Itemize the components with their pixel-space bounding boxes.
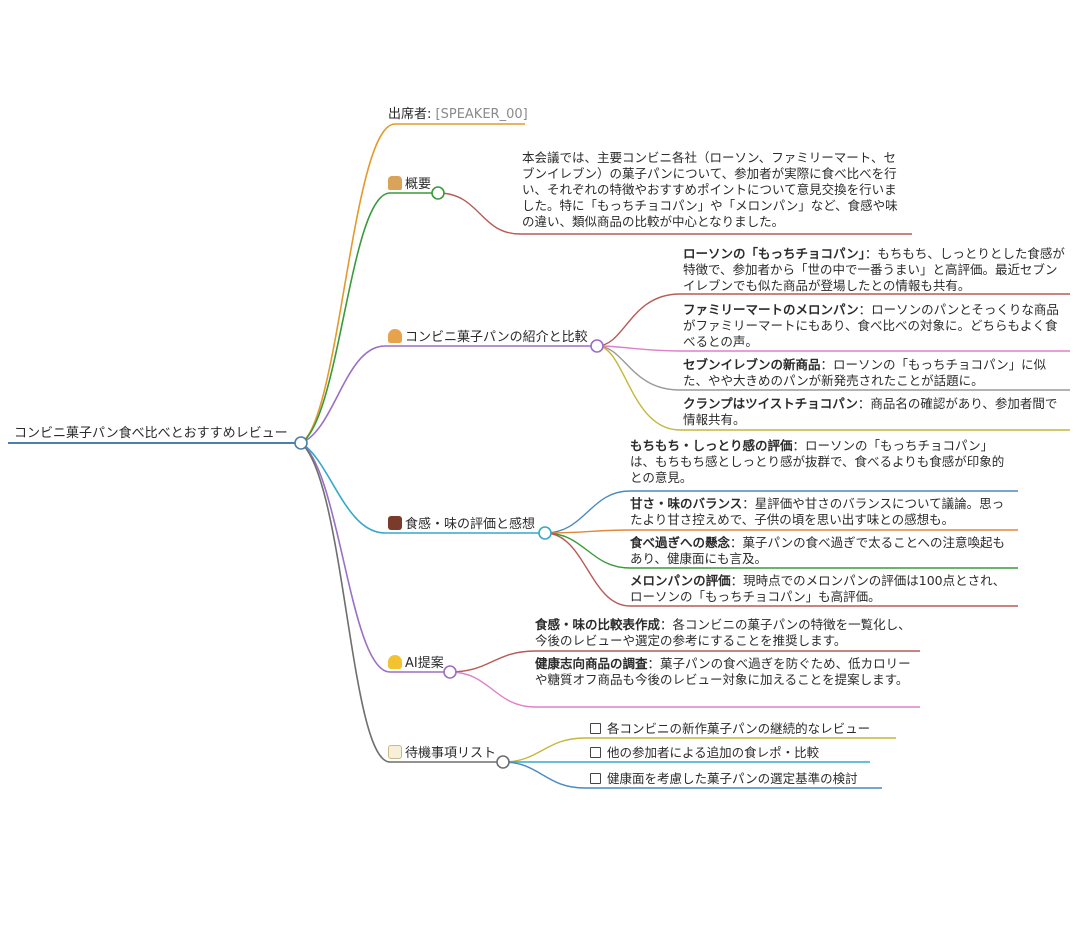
ai-collapse-toggle <box>443 665 457 679</box>
todo-node[interactable]: 待機事項リスト <box>388 745 496 762</box>
intro-item-3: セブンイレブンの新商品：ローソンの「もっちチョコパン」に似た、やや大きめのパンが… <box>683 357 1065 389</box>
link-todo <box>300 442 503 763</box>
overview-text: 本会議では、主要コンビニ各社（ローソン、ファミリーマート、セブンイレブン）の菓子… <box>522 150 898 229</box>
link-intro <box>300 345 597 444</box>
taste-item-4: メロンパンの評価：現時点でのメロンパンの評価は100点とされ、ローソンの「もっち… <box>630 573 1010 605</box>
link-intro-1 <box>596 293 1070 347</box>
ai-node[interactable]: AI提案 <box>388 655 444 672</box>
link-taste-3 <box>544 532 1018 569</box>
attendees-value: [SPEAKER_00] <box>435 107 528 122</box>
intro-collapse-toggle <box>590 339 604 353</box>
overview-node[interactable]: 概要 <box>388 176 431 193</box>
memo-icon <box>388 745 402 759</box>
taste-node[interactable]: 食感・味の評価と感想 <box>388 516 535 533</box>
link-attendees <box>300 123 525 444</box>
taste-item-2: 甘さ・味のバランス：星評価や甘さのバランスについて議論。思ったより甘さ控えめで、… <box>630 496 1010 528</box>
taste-label: 食感・味の評価と感想 <box>405 517 536 532</box>
todo-item-1[interactable]: 各コンビニの新作菓子パンの継続的なレビュー <box>590 721 870 737</box>
link-ai <box>300 442 450 673</box>
taste-item-1-text: ：ローソンの「もっちチョコパン」は、もちもち感としっとり感が抜群で、食べるよりも… <box>630 438 1005 485</box>
ai-item-1: 食感・味の比較表作成：各コンビニの菓子パンの特徴を一覧化し、今後のレビューや選定… <box>535 617 915 649</box>
link-overview <box>300 192 438 444</box>
todo-item-2[interactable]: 他の参加者による追加の食レポ・比較 <box>590 745 819 761</box>
todo-collapse-toggle <box>496 755 510 769</box>
intro-item-4: クランプはツイストチョコパン：商品名の確認があり、参加者間で情報共有。 <box>683 396 1065 428</box>
todo-item-3-text: 健康面を考慮した菓子パンの選定基準の検討 <box>607 771 858 786</box>
intro-item-1-title: ローソンの「もっちチョコパン」 <box>683 246 865 261</box>
intro-item-1: ローソンの「もっちチョコパン」：もちもち、しっとりとした食感が特徴で、参加者から… <box>683 246 1065 294</box>
taste-item-3: 食べ過ぎへの懸念：菓子パンの食べ過ぎで太ることへの注意喚起もあり、健康面にも言及… <box>630 535 1010 567</box>
intro-node[interactable]: コンビニ菓子パンの紹介と比較 <box>388 329 588 346</box>
link-todo-1 <box>502 737 896 763</box>
root-label: コンビニ菓子パン食べ比べとおすすめレビュー <box>14 426 288 441</box>
link-intro-4 <box>596 345 1070 431</box>
taste-collapse-toggle <box>538 526 552 540</box>
link-taste-4 <box>544 532 1018 607</box>
taste-item-4-title: メロンパンの評価 <box>630 573 731 588</box>
checkbox-icon[interactable] <box>590 747 601 758</box>
root-collapse-toggle <box>294 436 308 450</box>
ai-item-2-text: ：菓子パンの食べ過ぎを防ぐため、低カロリーや糖質オフ商品も今後のレビュー対象に加… <box>535 656 911 687</box>
overview-collapse-toggle <box>431 186 445 200</box>
intro-item-2: ファミリーマートのメロンパン：ローソンのパンとそっくりな商品がファミリーマートに… <box>683 302 1065 350</box>
ai-label: AI提案 <box>405 656 444 671</box>
link-intro-2 <box>596 345 1070 352</box>
link-intro-3 <box>596 345 1070 391</box>
todo-item-1-text: 各コンビニの新作菓子パンの継続的なレビュー <box>607 721 871 736</box>
ai-item-2-title: 健康志向商品の調査 <box>535 656 648 671</box>
taste-item-3-title: 食べ過ぎへの懸念 <box>630 535 731 550</box>
checkbox-icon[interactable] <box>590 773 601 784</box>
ai-item-1-text: ：各コンビニの菓子パンの特徴を一覧化し、今後のレビューや選定の参考にすることを推… <box>535 617 911 648</box>
todo-item-2-text: 他の参加者による追加の食レポ・比較 <box>607 745 820 760</box>
attendees-label: 出席者 <box>388 107 428 122</box>
intro-item-2-title: ファミリーマートのメロンパン <box>683 302 859 317</box>
link-taste-1 <box>544 490 1018 534</box>
overview-label: 概要 <box>405 177 432 192</box>
intro-item-2-text: ：ローソンのパンとそっくりな商品がファミリーマートにもあり、食べ比べの対象に。ど… <box>683 302 1059 349</box>
croissant-icon <box>388 329 402 343</box>
lightbulb-icon <box>388 655 402 669</box>
link-ai-2 <box>449 671 920 708</box>
link-taste-2 <box>544 529 1018 534</box>
intro-item-4-title: クランプはツイストチョコパン <box>683 396 858 411</box>
intro-label: コンビニ菓子パンの紹介と比較 <box>405 330 588 345</box>
intro-item-4-text: ：商品名の確認があり、参加者間で情報共有。 <box>683 396 1058 427</box>
taste-item-2-title: 甘さ・味のバランス <box>630 496 743 511</box>
intro-item-3-text: ：ローソンの「もっちチョコパン」に似た、やや大きめのパンが新発売されたことが話題… <box>683 357 1047 388</box>
todo-item-3[interactable]: 健康面を考慮した菓子パンの選定基準の検討 <box>590 771 858 787</box>
attendees-node[interactable]: 出席者: [SPEAKER_00] <box>388 107 528 122</box>
todo-label: 待機事項リスト <box>405 746 497 761</box>
root-node[interactable]: コンビニ菓子パン食べ比べとおすすめレビュー <box>14 426 288 442</box>
link-taste <box>300 442 545 534</box>
intro-item-1-text: ：もちもち、しっとりとした食感が特徴で、参加者から「世の中で一番うまい」と高評価… <box>683 246 1065 293</box>
intro-item-3-title: セブンイレブンの新商品 <box>683 357 821 372</box>
ai-item-1-title: 食感・味の比較表作成 <box>535 617 661 632</box>
link-todo-3 <box>502 761 882 789</box>
link-overview-text <box>437 192 912 235</box>
ai-item-2: 健康志向商品の調査：菓子パンの食べ過ぎを防ぐため、低カロリーや糖質オフ商品も今後… <box>535 656 915 688</box>
taste-item-4-text: ：現時点でのメロンパンの評価は100点とされ、ローソンの「もっちチョコパン」も高… <box>630 573 1006 604</box>
taste-item-2-text: ：星評価や甘さのバランスについて議論。思ったより甘さ控えめで、子供の頃を思い出す… <box>630 496 1005 527</box>
taste-item-3-text: ：菓子パンの食べ過ぎで太ることへの注意喚起もあり、健康面にも言及。 <box>630 535 1006 566</box>
taste-item-1: もちもち・しっとり感の評価：ローソンの「もっちチョコパン」は、もちもち感としっと… <box>630 438 1010 486</box>
link-ai-1 <box>449 650 920 673</box>
bread-icon <box>388 176 402 190</box>
chocolate-icon <box>388 516 402 530</box>
taste-item-1-title: もちもち・しっとり感の評価 <box>630 438 793 453</box>
checkbox-icon[interactable] <box>590 723 601 734</box>
